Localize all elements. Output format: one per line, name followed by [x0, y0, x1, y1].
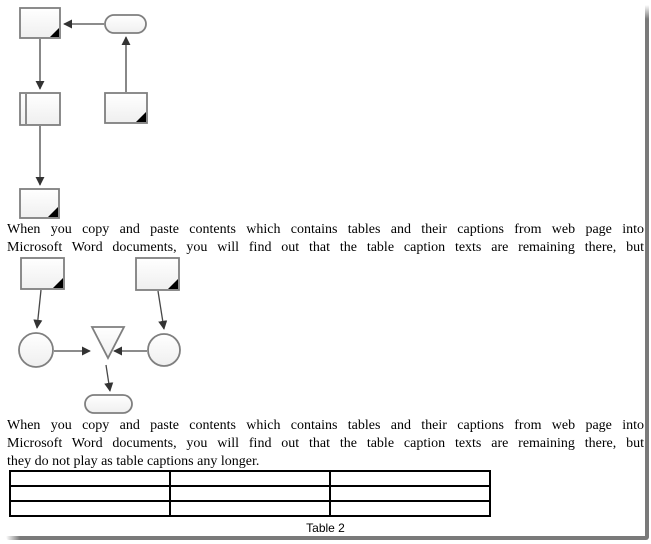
flowchart-2: [18, 257, 181, 414]
connector-arrow[interactable]: [104, 364, 114, 392]
table-cell[interactable]: [329, 470, 491, 487]
frame-shadow-right: [645, 5, 649, 539]
table-cell[interactable]: [169, 470, 331, 487]
text-line: Microsoft Word documents, you will find …: [7, 240, 644, 255]
connector-arrow[interactable]: [33, 289, 43, 329]
folded-corner-icon: [53, 278, 63, 288]
table-row: [9, 485, 491, 502]
circle-shape[interactable]: [147, 333, 181, 367]
text-line: Microsoft Word documents, you will find …: [7, 436, 644, 451]
table-cell[interactable]: [9, 470, 171, 487]
circle-shape[interactable]: [18, 332, 54, 368]
connector-arrow[interactable]: [157, 290, 168, 330]
table-cell[interactable]: [329, 500, 491, 517]
document-shape[interactable]: [19, 7, 61, 39]
table-row: [9, 500, 491, 517]
frame-shadow-bottom: [6, 536, 649, 540]
table-caption: Table 2: [306, 521, 345, 535]
table-cell[interactable]: [9, 500, 171, 517]
document-shape[interactable]: [135, 257, 180, 291]
text-line: they do not play as table captions any l…: [7, 454, 260, 469]
text-line: When you copy and paste contents which c…: [7, 418, 644, 433]
text-line: When you copy and paste contents which c…: [7, 222, 644, 237]
table-cell[interactable]: [9, 485, 171, 502]
folded-corner-icon: [48, 207, 58, 217]
table-cell[interactable]: [169, 485, 331, 502]
document-shape[interactable]: [20, 257, 65, 290]
folded-corner-icon: [168, 279, 178, 289]
folded-corner-icon: [136, 112, 146, 122]
content-table: [9, 470, 491, 517]
terminator-shape[interactable]: [104, 14, 147, 34]
table-row: [9, 470, 491, 487]
merge-triangle-shape[interactable]: [90, 326, 126, 360]
terminator-shape[interactable]: [84, 394, 133, 414]
paragraph-1: When you copy and paste contents which c…: [7, 221, 644, 257]
folded-corner-icon: [50, 28, 59, 37]
table-cell[interactable]: [329, 485, 491, 502]
flowchart-1: [19, 7, 148, 219]
paragraph-2: When you copy and paste contents which c…: [7, 417, 644, 471]
table-cell[interactable]: [169, 500, 331, 517]
